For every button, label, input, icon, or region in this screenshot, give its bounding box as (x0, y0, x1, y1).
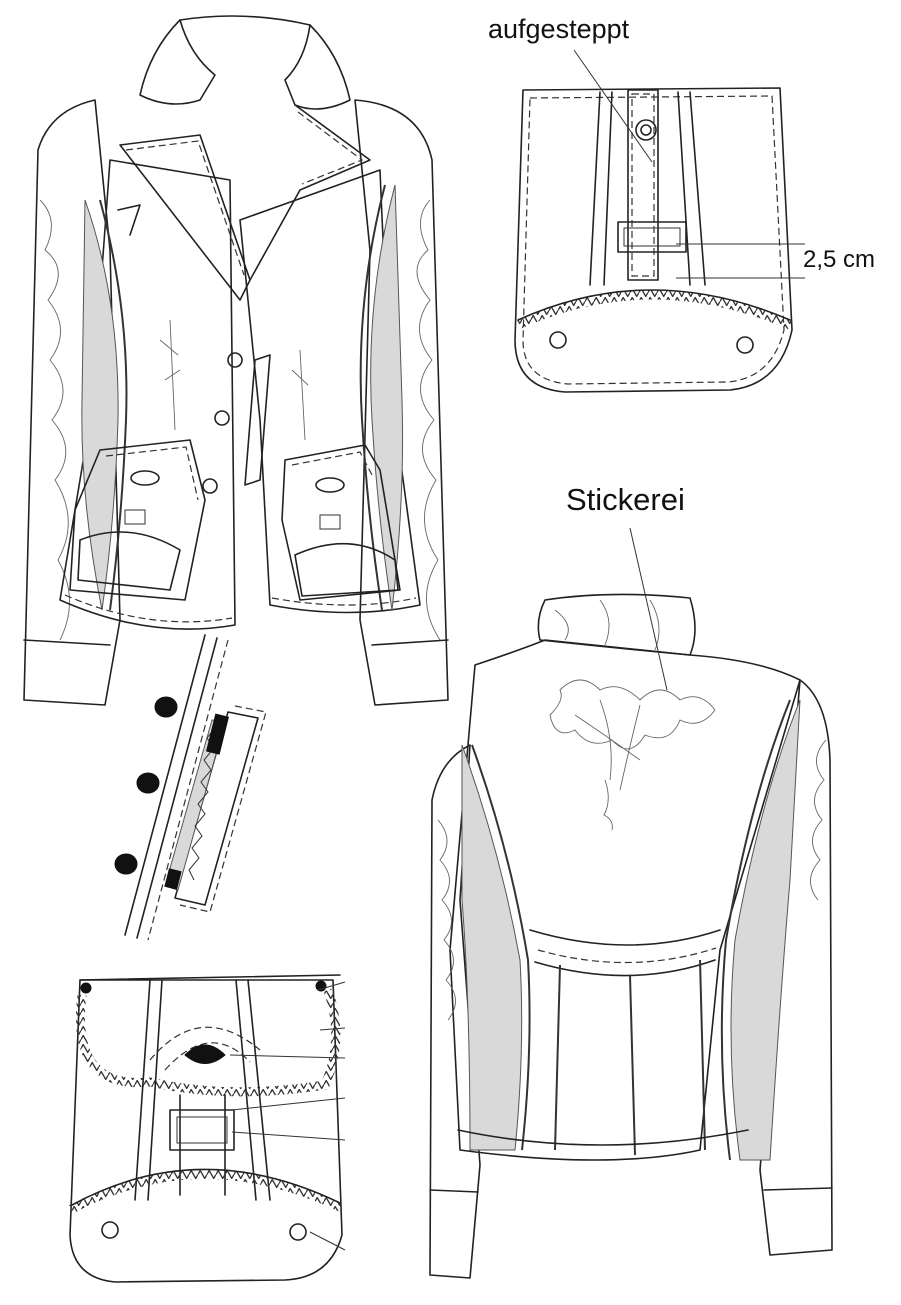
back-body (449, 639, 801, 1161)
collar-right (284, 24, 351, 110)
button-1 (227, 352, 243, 368)
pocket-detail-stitched (514, 49, 805, 393)
button-2 (214, 410, 230, 426)
stitched-label: aufgesteppt (488, 14, 630, 44)
lapel-right (249, 104, 371, 281)
collar-left (139, 19, 216, 105)
zipper-detail (114, 634, 267, 941)
right-sleeve (354, 99, 449, 706)
back-sleeve-right (759, 679, 833, 1256)
front-jacket-sketch (23, 15, 449, 706)
button-3 (202, 478, 218, 494)
back-embroidery (549, 679, 716, 831)
back-sleeve-left (429, 744, 481, 1279)
width-measurement-label: 2,5 cm (803, 246, 876, 273)
back-jacket-sketch (429, 527, 833, 1279)
pocket-detail-flap (67, 974, 346, 1283)
back-collar (537, 593, 696, 656)
front-pocket-left (69, 439, 206, 601)
embroidery-label: Stickerei (566, 482, 685, 517)
left-sleeve (23, 99, 121, 706)
front-pocket-right (281, 444, 401, 601)
